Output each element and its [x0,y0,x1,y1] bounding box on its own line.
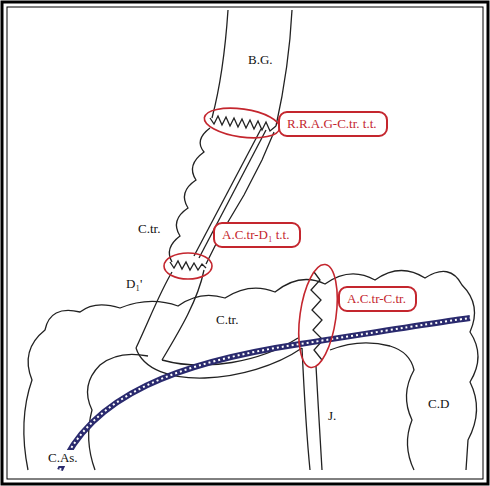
callout-box: R.R.A.G-C.tr. t.t. [278,111,388,137]
anastomosis-rings [164,104,343,370]
colon-edge [169,128,210,262]
duodenum-edge [162,338,298,365]
part-label: C.As. [46,450,80,466]
callout-box: A.C.tr-D₁ t.t. [213,222,301,248]
part-label: B.G. [246,52,275,68]
stomach-edge [276,10,292,126]
part-label: C.tr. [136,221,162,237]
jejunum-edge [316,366,322,470]
anastomosis-ring [293,262,343,370]
callout-text: A.C.tr-D₁ t.t. [222,227,292,243]
part-label: D₁' [124,276,144,292]
stomach-edge [212,10,228,118]
callout-text: R.R.A.G-C.tr. t.t. [287,116,379,132]
anastomosis-ring [164,253,212,279]
part-label: C.D [426,396,451,412]
suture-line [210,116,276,131]
duodenum-edge [162,270,204,360]
part-label: C.tr. [214,312,240,328]
organ-outlines [24,10,478,470]
colon-edge [88,354,149,470]
callout-box: A.C.tr-C.tr. [338,286,417,312]
mesentery-stripe [60,318,470,470]
colon-edge [330,343,414,470]
colon-edge [24,270,478,470]
part-label: J. [326,408,338,424]
anastomosis-ring [202,104,281,142]
inner-frame [7,7,483,479]
callout-text: A.C.tr-C.tr. [347,291,408,307]
suture-line [311,272,323,360]
suture-line [170,261,206,270]
